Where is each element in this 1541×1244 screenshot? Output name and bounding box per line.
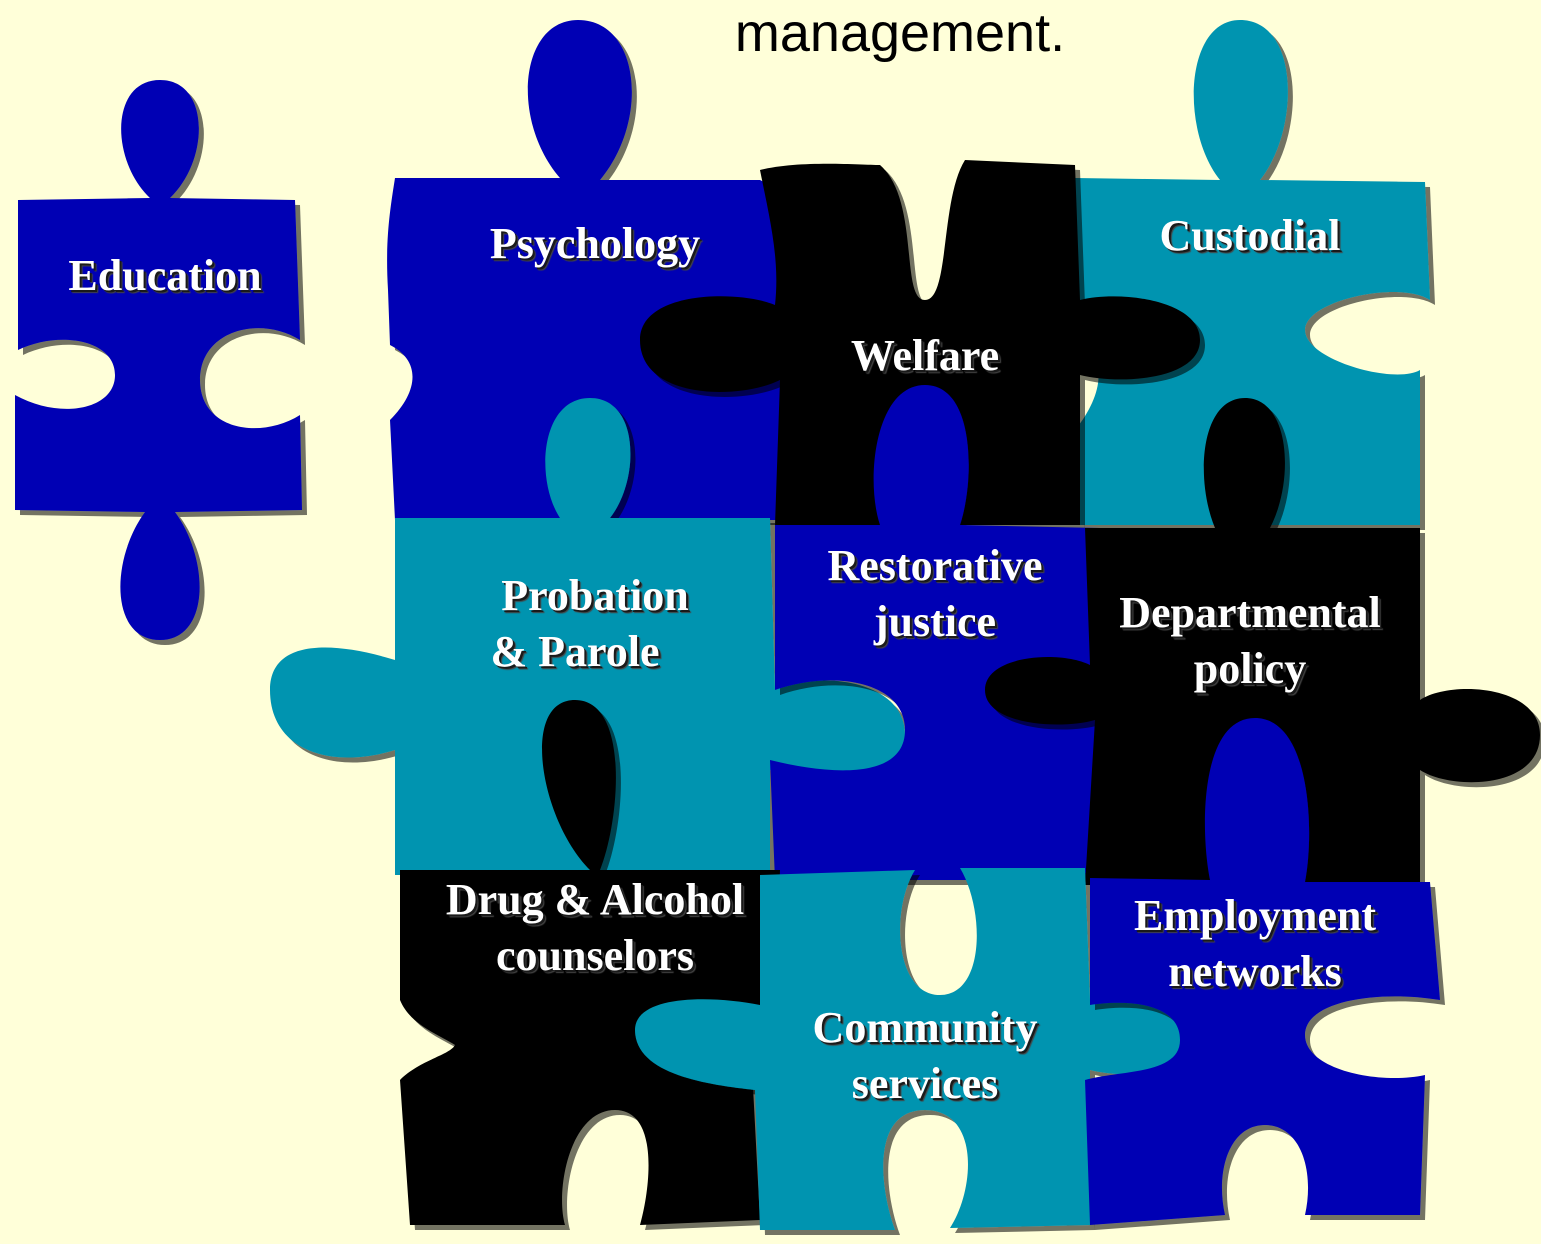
slide-title: management. bbox=[734, 3, 1066, 63]
welfare-piece bbox=[640, 160, 1200, 525]
custodial-label: Custodial bbox=[1159, 211, 1341, 260]
drug-piece bbox=[400, 700, 780, 1225]
psychology-piece bbox=[387, 20, 800, 520]
welfare-label: Welfare bbox=[850, 331, 1000, 380]
departmental-piece bbox=[985, 398, 1540, 885]
probation-label: Probation& Parole bbox=[490, 571, 689, 676]
psychology-label: Psychology bbox=[489, 219, 701, 268]
education-piece bbox=[15, 80, 302, 640]
education-label: Education bbox=[68, 251, 262, 300]
community-piece bbox=[635, 868, 1210, 1230]
custodial-piece bbox=[1075, 20, 1430, 525]
restorative-piece bbox=[770, 385, 1105, 880]
probation-piece bbox=[270, 398, 905, 875]
employment-piece bbox=[1085, 718, 1440, 1225]
